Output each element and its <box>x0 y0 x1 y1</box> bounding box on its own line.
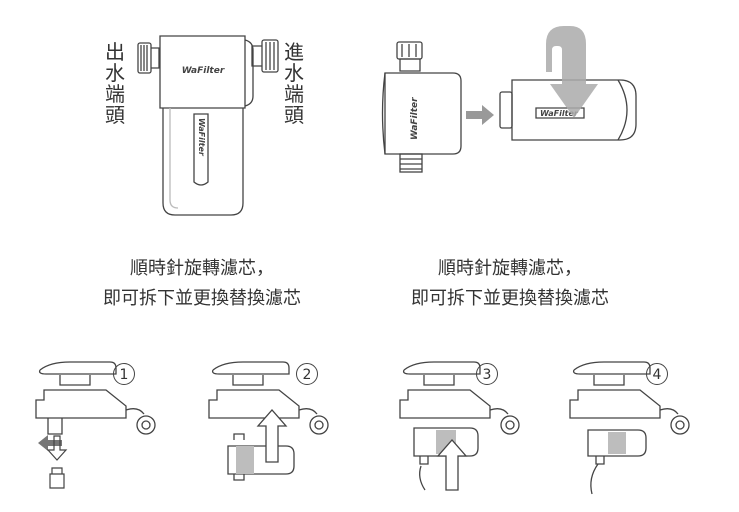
inlet-label: 進水端頭 <box>284 40 304 127</box>
brand-logo-top: WaFilter <box>182 66 225 76</box>
down-arrow-icon <box>46 435 68 461</box>
step-number-2: 2 <box>296 363 318 385</box>
brand-logo-head: WaFilter <box>410 97 420 140</box>
caption-left: 順時針旋轉濾芯， 即可拆下並更換替換濾芯 <box>103 258 301 309</box>
insert-arrow-icon <box>466 105 494 125</box>
brand-logo-side: WaFilter <box>197 118 206 157</box>
up-arrow-icon <box>256 409 288 463</box>
brand-logo-cartridge: WaFilter <box>540 109 579 118</box>
step-number-4: 4 <box>646 363 668 385</box>
remove-arrow-icon <box>38 435 62 451</box>
up-arrow-icon-2 <box>436 439 468 491</box>
caption-right: 順時針旋轉濾芯， 即可拆下並更換替換濾芯 <box>411 258 609 309</box>
step-number-3: 3 <box>476 363 498 385</box>
outlet-label: 出水端頭 <box>105 40 125 127</box>
rotate-arrow-icon <box>546 26 598 118</box>
step-number-1: 1 <box>113 363 135 385</box>
